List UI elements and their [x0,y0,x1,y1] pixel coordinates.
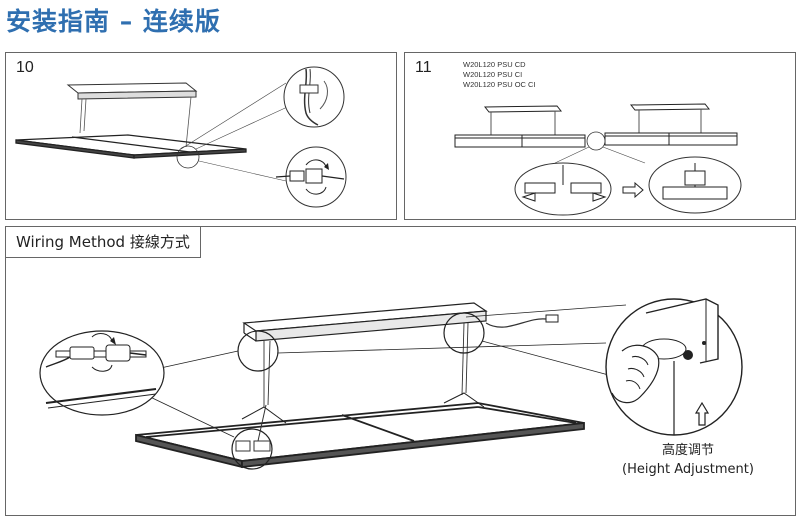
ceiling-canopy [242,302,488,342]
joint-detail-before [514,162,612,216]
step-10-number: 10 [16,59,34,76]
height-label-en: (Height Adjustment) [622,462,754,477]
joint-highlight [586,131,606,151]
step-arrow [622,181,644,199]
suspension-wires [79,96,192,148]
ceiling-canopy [66,82,198,100]
height-adjustment-caption: 高度调节 (Height Adjustment) [618,441,758,479]
left-fixture [454,105,586,148]
joint-detail-after [648,156,742,214]
connector-highlight [176,145,200,169]
luminaire-panels [135,402,585,469]
step-10-illustration [15,66,347,208]
step-11-number: 11 [415,59,432,76]
model-item: W20L120 PSU OC CI [463,80,536,89]
suspension-wires [263,322,469,407]
model-item: W20L120 PSU CD [463,60,526,69]
step-11-panel: 11 W20L120 PSU CD W20L120 PSU CI W20L120… [404,52,796,220]
power-cable [485,318,547,328]
wiring-method-label: Wiring Method 接線方式 [6,227,201,258]
page-title: 安装指南 – 连续版 [6,7,221,36]
height-adjustment-detail [605,298,743,436]
wiring-method-panel: Wiring Method 接線方式 [5,226,796,516]
connector-detail [275,146,347,208]
connector-detail [39,330,165,416]
height-label-cn: 高度调节 [661,443,714,458]
luminaire-panels [15,134,247,159]
up-arrow-icon [694,401,710,426]
right-fixture [604,103,738,146]
wiring-illustration [39,298,743,470]
wire-clip-detail [283,66,345,128]
connector-highlight [231,428,273,470]
model-item: W20L120 PSU CI [463,70,523,79]
right-canopy-highlight [443,312,485,354]
model-list: W20L120 PSU CD W20L120 PSU CI W20L120 PS… [463,60,536,90]
step-11-illustration [454,103,742,216]
step-10-panel: 10 [5,52,397,220]
